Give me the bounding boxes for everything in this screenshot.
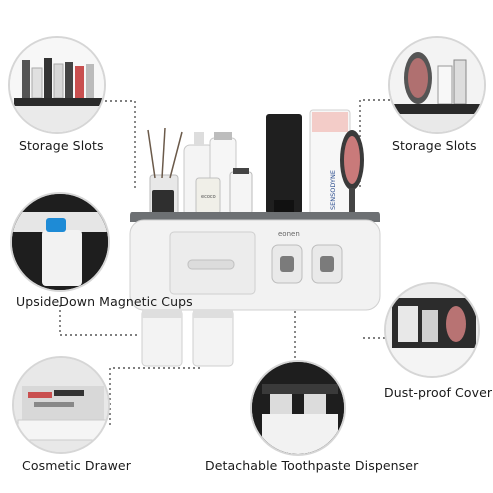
svg-text:SENSODYNE: SENSODYNE [329,170,337,210]
label-toothpaste-dispenser: Detachable Toothpaste Dispenser [205,458,419,473]
svg-text:ecoco: ecoco [201,194,216,200]
dispensers [271,244,343,284]
label-magnetic-cups: UpsideDown Magnetic Cups [16,294,193,309]
label-storage-left: Storage Slots [19,138,104,153]
cosmetic-drawer-photo [12,356,110,454]
dust-proof-cover-photo [384,282,480,378]
storage-slots-left-photo [8,36,106,134]
cups [141,309,234,367]
label-cosmetic-drawer: Cosmetic Drawer [22,458,131,473]
label-storage-right: Storage Slots [392,138,477,153]
magnetic-cups-photo [10,192,110,292]
label-dust-proof-cover: Dust-proof Cover [384,385,493,400]
storage-slots-right-photo [388,36,486,134]
cosmetic-bottles: ecoco SENSODYNE [147,109,364,218]
svg-text:eonen: eonen [278,230,300,238]
toothpaste-dispenser-photo [250,360,346,456]
